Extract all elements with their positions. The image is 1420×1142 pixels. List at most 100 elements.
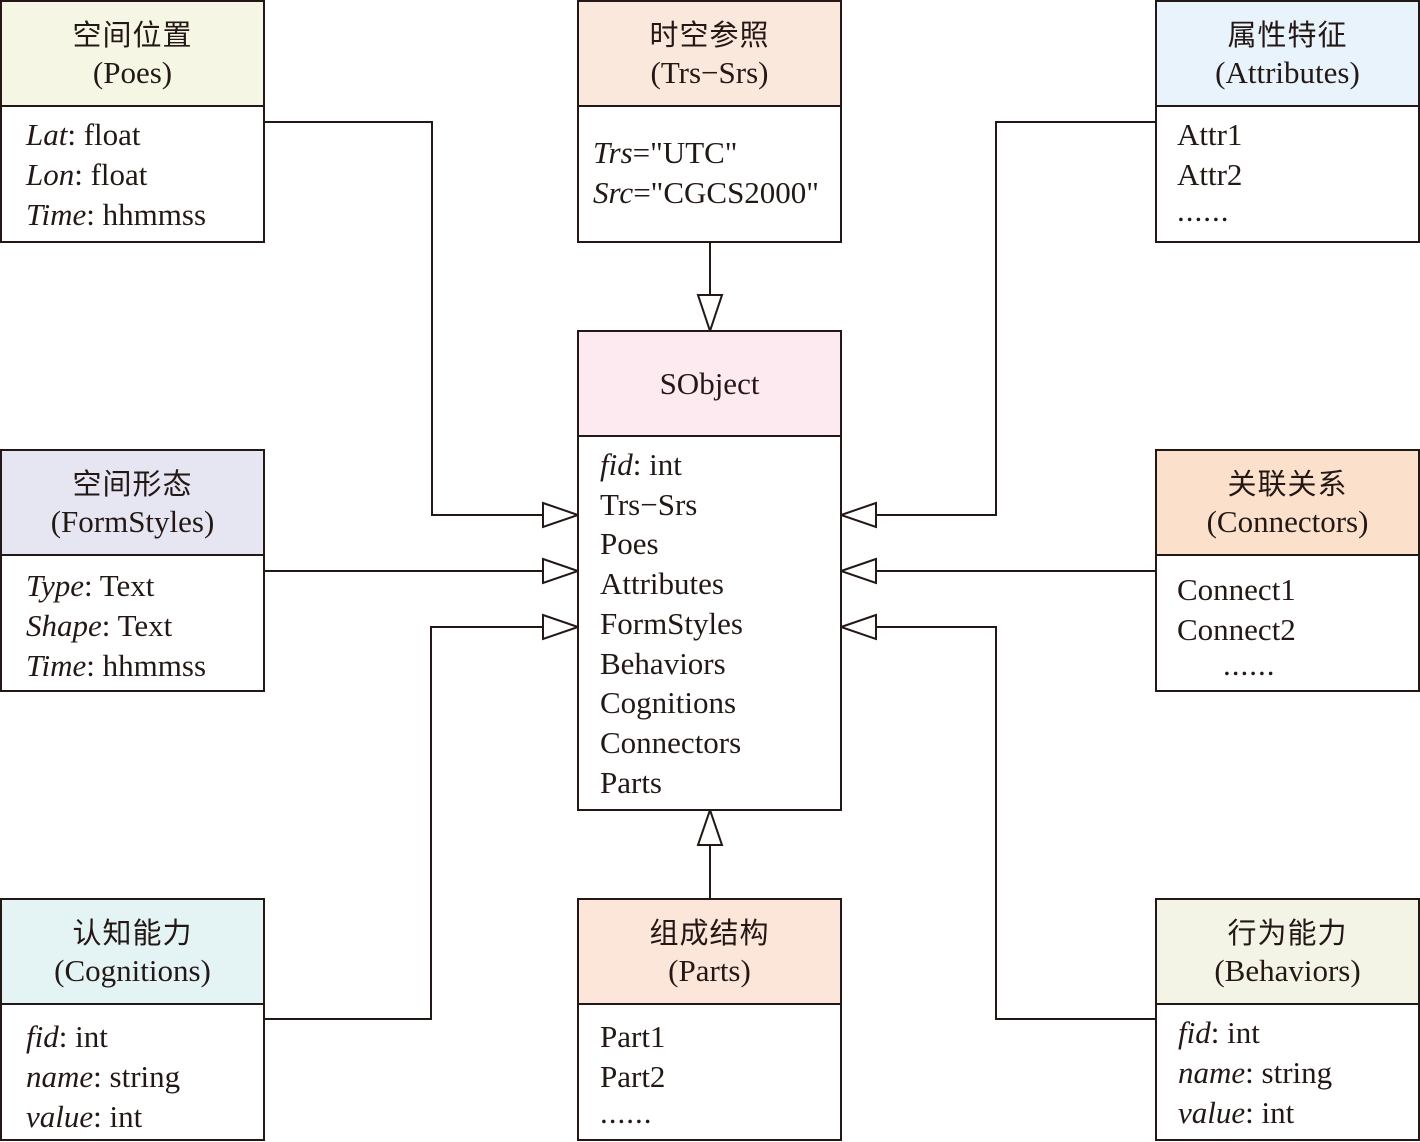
- arrowhead-poes: [542, 501, 582, 529]
- class-box-attributes: 属性特征 (Attributes) Attr1 Attr2 ......: [1155, 0, 1420, 243]
- class-box-formstyles: 空间形态 (FormStyles) Type: Text Shape: Text…: [0, 449, 265, 692]
- class-title-en: (Connectors): [1206, 503, 1369, 539]
- field-type: : int: [632, 447, 682, 482]
- field-name: value: [1178, 1095, 1246, 1130]
- field: fid: int: [1178, 1013, 1418, 1053]
- arrowhead-trs: [696, 294, 724, 335]
- class-header-cognitions: 认知能力 (Cognitions): [2, 900, 263, 1005]
- field-name: Shape: [26, 608, 102, 643]
- field-name: fid: [600, 447, 633, 482]
- field-name: Src: [593, 175, 634, 210]
- item: Connect2: [1177, 612, 1296, 647]
- field-type: : hhmmss: [86, 648, 207, 683]
- class-items: Part1 Part2 ......: [579, 1005, 840, 1129]
- field-name: Time: [26, 648, 87, 683]
- field: value: int: [1178, 1093, 1418, 1133]
- arrowhead-connectors: [837, 557, 877, 585]
- arrowhead-cognitions: [542, 613, 582, 641]
- field: name: string: [1178, 1053, 1418, 1093]
- field: Parts: [600, 764, 662, 800]
- item: Part2: [600, 1059, 666, 1094]
- field: Lat: float: [26, 115, 263, 155]
- class-title-en: (Behaviors): [1214, 952, 1361, 988]
- class-header-parts: 组成结构 (Parts): [579, 900, 840, 1005]
- class-items: Attr1 Attr2 ......: [1157, 107, 1418, 227]
- class-header-formstyles: 空间形态 (FormStyles): [2, 451, 263, 556]
- field-name: value: [26, 1099, 94, 1134]
- class-fields: Trs="UTC" Src="CGCS2000": [579, 107, 840, 213]
- field: Connectors: [600, 724, 742, 760]
- class-title-en: (Trs−Srs): [650, 54, 769, 90]
- class-title-cn: 时空参照: [649, 17, 770, 52]
- field-name: fid: [1178, 1015, 1211, 1050]
- field: Trs="UTC": [593, 133, 840, 173]
- field-type: : int: [58, 1019, 108, 1054]
- class-title-cn: 空间形态: [72, 466, 193, 501]
- field: Poes: [600, 526, 659, 562]
- item: ......: [600, 1095, 653, 1130]
- field-type: : int: [1210, 1015, 1260, 1050]
- class-title: SObject: [659, 365, 760, 401]
- field: Cognitions: [600, 685, 737, 721]
- class-header-attributes: 属性特征 (Attributes): [1157, 2, 1418, 107]
- class-fields: fid: int name: string value: int: [2, 1005, 263, 1137]
- class-fields: fid: int Trs−Srs Poes Attributes FormSty…: [579, 437, 840, 802]
- field-type: : int: [93, 1099, 143, 1134]
- field-name: Type: [26, 568, 84, 603]
- field: name: string: [26, 1057, 263, 1097]
- field-type: : Text: [83, 568, 155, 603]
- class-header-sobject: SObject: [579, 332, 840, 437]
- edge-behaviors: [876, 626, 1156, 1020]
- field-type: : hhmmss: [86, 197, 207, 232]
- field-value: ="UTC": [632, 135, 738, 170]
- field-type: : int: [1245, 1095, 1295, 1130]
- arrowhead-formstyles: [542, 557, 582, 585]
- class-title-cn: 关联关系: [1227, 466, 1348, 501]
- field: FormStyles: [600, 605, 743, 641]
- class-box-cognitions: 认知能力 (Cognitions) fid: int name: string …: [0, 898, 265, 1141]
- field: fid: int: [600, 445, 840, 485]
- field: Shape: Text: [26, 606, 263, 646]
- field: Trs−Srs: [600, 486, 698, 522]
- class-title-en: (Poes): [92, 54, 173, 90]
- field-name: name: [1178, 1055, 1246, 1090]
- field-type: : string: [93, 1059, 181, 1094]
- class-title-cn: 行为能力: [1227, 915, 1348, 950]
- item: Attr1: [1177, 117, 1243, 152]
- class-header-poes: 空间位置 (Poes): [2, 2, 263, 107]
- field: Behaviors: [600, 645, 726, 681]
- class-title-cn: 组成结构: [649, 915, 770, 950]
- field: value: int: [26, 1097, 263, 1137]
- class-box-sobject: SObject fid: int Trs−Srs Poes Attributes…: [577, 330, 842, 811]
- class-box-behaviors: 行为能力 (Behaviors) fid: int name: string v…: [1155, 898, 1420, 1141]
- item: Part1: [600, 1019, 666, 1054]
- field-type: : float: [67, 117, 141, 152]
- class-title-en: (FormStyles): [50, 503, 215, 539]
- item: Connect1: [1177, 572, 1296, 607]
- item: ......: [1223, 647, 1276, 682]
- field-name: Trs: [593, 135, 633, 170]
- class-items: Connect1 Connect2 ......: [1157, 556, 1418, 680]
- class-title-en: (Attributes): [1215, 54, 1360, 90]
- class-header-connectors: 关联关系 (Connectors): [1157, 451, 1418, 556]
- field-type: : string: [1245, 1055, 1333, 1090]
- arrowhead-attributes: [837, 501, 877, 529]
- class-title-en: (Parts): [668, 952, 751, 988]
- edge-cognitions: [264, 626, 543, 1020]
- class-title-cn: 属性特征: [1227, 17, 1348, 52]
- field: Type: Text: [26, 566, 263, 606]
- item: ......: [1177, 193, 1230, 228]
- field: Lon: float: [26, 155, 263, 195]
- class-box-parts: 组成结构 (Parts) Part1 Part2 ......: [577, 898, 842, 1141]
- class-fields: Type: Text Shape: Text Time: hhmmss: [2, 556, 263, 686]
- class-box-trs-srs: 时空参照 (Trs−Srs) Trs="UTC" Src="CGCS2000": [577, 0, 842, 243]
- field-type: : Text: [101, 608, 173, 643]
- field: fid: int: [26, 1017, 263, 1057]
- class-header-trs-srs: 时空参照 (Trs−Srs): [579, 2, 840, 107]
- field: Attributes: [600, 566, 724, 602]
- class-fields: Lat: float Lon: float Time: hhmmss: [2, 107, 263, 235]
- arrowhead-parts: [696, 806, 724, 846]
- class-header-behaviors: 行为能力 (Behaviors): [1157, 900, 1418, 1005]
- edge-attributes: [876, 121, 1156, 516]
